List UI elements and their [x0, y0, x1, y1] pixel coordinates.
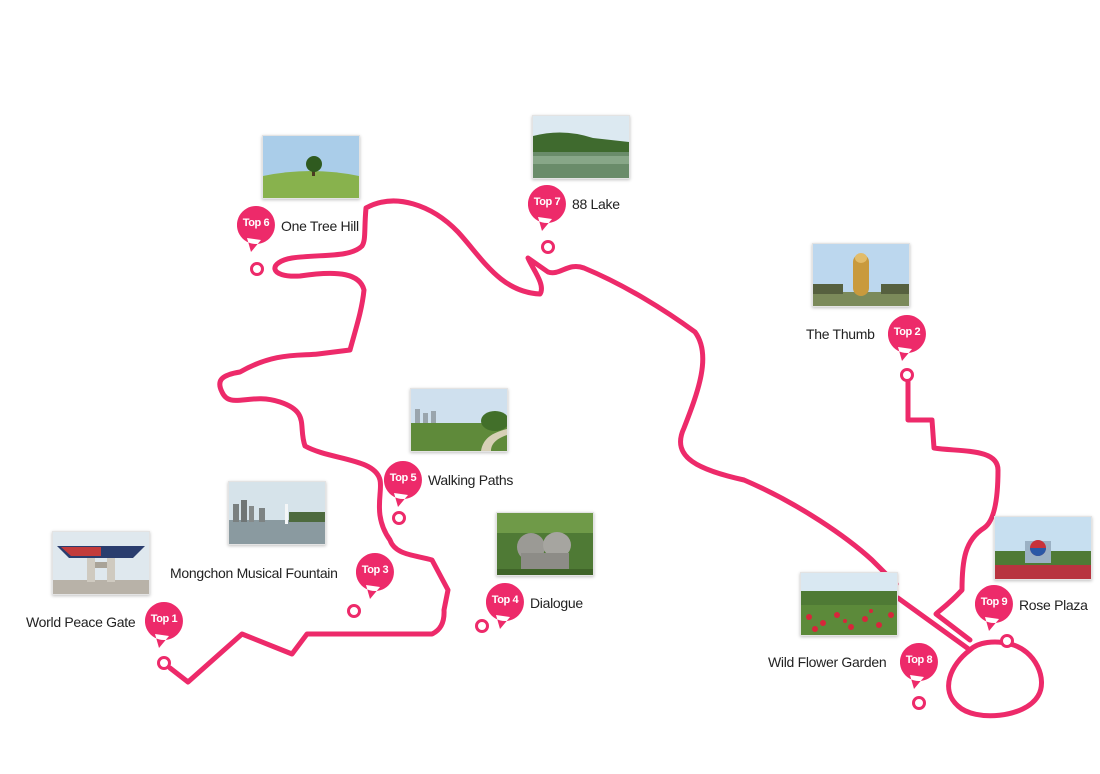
one-tree-hill-photo [262, 135, 360, 199]
lake-88-photo [532, 115, 630, 179]
dialogue-sculpture-photo [496, 512, 594, 576]
spot-label-top5[interactable]: Walking Paths [428, 472, 514, 488]
map-pin-icon [528, 185, 566, 231]
map-pin-icon [384, 461, 422, 507]
badge-label: Top 8 [905, 654, 933, 666]
location-dot-top8[interactable] [912, 696, 926, 710]
spot-label-top2[interactable]: The Thumb [806, 326, 875, 342]
map-pin-icon [145, 602, 183, 648]
badge-label: Top 1 [150, 613, 178, 625]
spot-label-top8[interactable]: Wild Flower Garden [768, 654, 887, 670]
location-dot-top4[interactable] [475, 619, 489, 633]
badge-label: Top 3 [361, 564, 389, 576]
wild-flower-garden-photo [800, 572, 898, 636]
map-pin-icon [356, 553, 394, 599]
pin-top8[interactable]: Top 8 [900, 643, 938, 689]
badge-label: Top 4 [491, 594, 519, 606]
spot-label-top4[interactable]: Dialogue [530, 595, 583, 611]
badge-label: Top 2 [893, 326, 921, 338]
location-dot-top3[interactable] [347, 604, 361, 618]
spot-label-top6[interactable]: One Tree Hill [281, 218, 359, 234]
the-thumb-photo [812, 243, 910, 307]
spot-label-top3[interactable]: Mongchon Musical Fountain [170, 565, 338, 581]
pin-top9[interactable]: Top 9 [975, 585, 1013, 631]
rose-plaza-photo [994, 516, 1092, 580]
map-pin-icon [888, 315, 926, 361]
map-pin-icon [237, 206, 275, 252]
badge-label: Top 9 [980, 596, 1008, 608]
pin-top6[interactable]: Top 6 [237, 206, 275, 252]
mongchon-fountain-photo [228, 481, 326, 545]
map-pin-icon [975, 585, 1013, 631]
pin-top4[interactable]: Top 4 [486, 583, 524, 629]
location-dot-top7[interactable] [541, 240, 555, 254]
location-dot-top5[interactable] [392, 511, 406, 525]
location-dot-top1[interactable] [157, 656, 171, 670]
badge-label: Top 5 [389, 472, 417, 484]
pin-top2[interactable]: Top 2 [888, 315, 926, 361]
badge-label: Top 7 [533, 196, 561, 208]
location-dot-top6[interactable] [250, 262, 264, 276]
spot-label-top1[interactable]: World Peace Gate [26, 614, 136, 630]
location-dot-top2[interactable] [900, 368, 914, 382]
world-peace-gate-photo [52, 531, 150, 595]
pin-top3[interactable]: Top 3 [356, 553, 394, 599]
pin-top7[interactable]: Top 7 [528, 185, 566, 231]
walking-paths-photo [410, 388, 508, 452]
spot-label-top7[interactable]: 88 Lake [572, 196, 620, 212]
spot-label-top9[interactable]: Rose Plaza [1019, 597, 1088, 613]
map-pin-icon [900, 643, 938, 689]
location-dot-top9[interactable] [1000, 634, 1014, 648]
map-pin-icon [486, 583, 524, 629]
pin-top5[interactable]: Top 5 [384, 461, 422, 507]
pin-top1[interactable]: Top 1 [145, 602, 183, 648]
badge-label: Top 6 [242, 217, 270, 229]
